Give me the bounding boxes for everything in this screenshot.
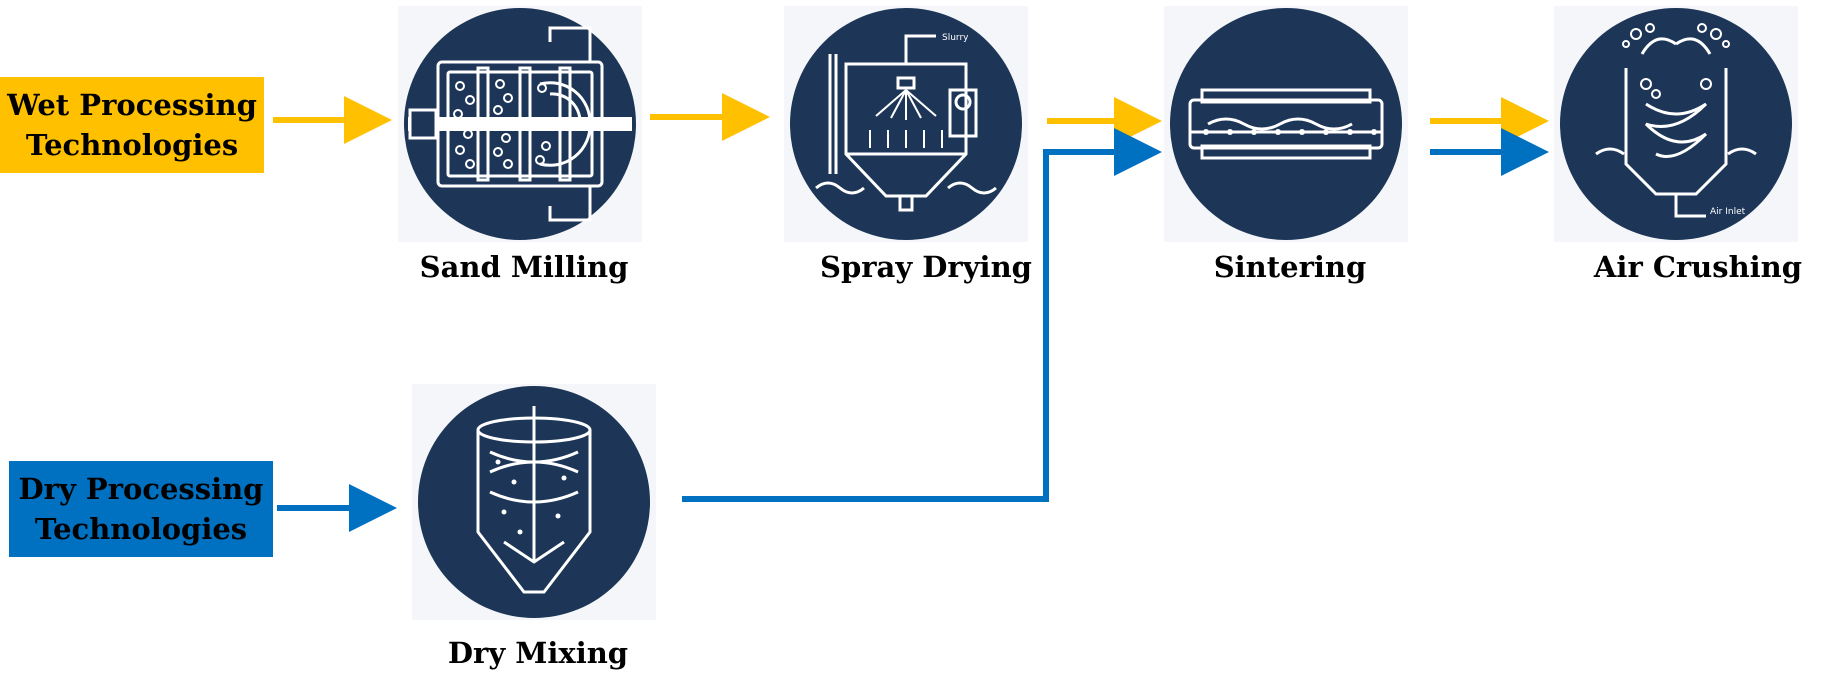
step-label-dry-mixing: Dry Mixing [447,636,629,670]
step-label-sand-milling: Sand Milling [419,250,629,284]
wet-processing-label-line2: Technologies [25,128,239,162]
dry-flow-arrows [277,128,1549,532]
sand-mill-icon [398,6,642,242]
wet-processing-box: Wet Processing Technologies [0,77,264,173]
spray-dryer-icon: Slurry [784,6,1028,242]
wet-flow-arrows [273,93,1549,145]
dry-processing-box: Dry Processing Technologies [9,461,273,557]
wet-processing-label-line1: Wet Processing [7,88,257,122]
step-label-spray-drying: Spray Drying [820,250,1032,284]
jet-mill-icon: Air Inlet [1554,6,1798,242]
dry-processing-label-line1: Dry Processing [18,472,264,506]
step-label-sintering: Sintering [1213,250,1367,284]
sintering-furnace-icon [1164,6,1408,242]
dry-mixer-icon [412,384,656,620]
step-label-air-crushing: Air Crushing [1593,250,1803,284]
air-inlet-callout: Air Inlet [1710,207,1746,217]
dry-processing-label-line2: Technologies [34,512,248,546]
spray-dryer-slurry-callout: Slurry [942,33,969,43]
dry-arrow-to-sintering [682,128,1162,502]
